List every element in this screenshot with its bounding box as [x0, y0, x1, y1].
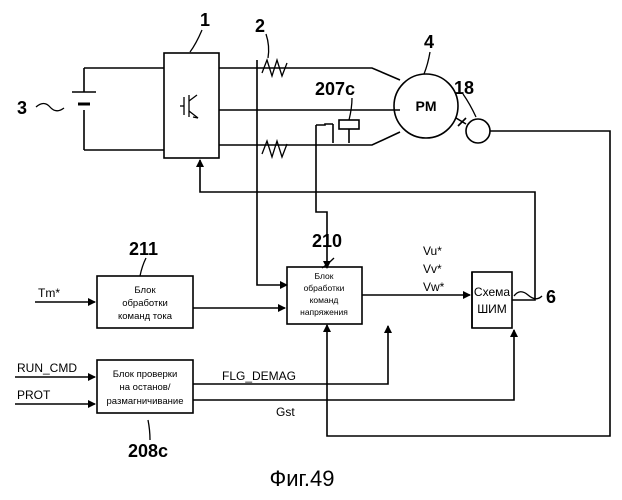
voltage-block-line-2: обработки — [304, 283, 345, 293]
ref-label-2: 2 — [255, 16, 265, 36]
signal-run-cmd: RUN_CMD — [17, 361, 77, 375]
gst-line — [193, 330, 514, 400]
ref-label-3: 3 — [17, 98, 27, 118]
encoder-icon — [456, 118, 490, 143]
voltage-block-line-1: Блок — [315, 271, 334, 281]
current-feedback-line — [257, 60, 287, 285]
ref-label-4: 4 — [424, 32, 434, 52]
voltage-block-line-3: команд — [310, 295, 339, 305]
motor-label: PM — [416, 98, 437, 114]
check-block-line-2: на останов/ — [120, 382, 171, 393]
ref-label-6: 6 — [546, 287, 556, 307]
check-block-line-3: размагничивание — [107, 396, 184, 407]
figure-caption: Фиг.49 — [270, 466, 335, 491]
signal-vv: Vv* — [423, 262, 442, 276]
pwm-block-line-2: ШИМ — [477, 302, 507, 316]
signal-flg-demag: FLG_DEMAG — [222, 369, 296, 383]
current-block-line-1: Блок — [134, 285, 156, 296]
signal-vu: Vu* — [423, 244, 442, 258]
ref-label-18: 18 — [454, 78, 474, 98]
ref-label-208c: 208c — [128, 441, 168, 461]
current-sensor-icon — [262, 60, 287, 157]
current-block-line-3: команд тока — [118, 311, 173, 322]
ref-label-207c: 207c — [315, 79, 355, 99]
signal-tm: Tm* — [38, 286, 60, 300]
phase-lines — [219, 68, 400, 145]
current-block-line-2: обработки — [122, 298, 168, 309]
inverter-block — [164, 53, 219, 158]
temperature-sensor-icon — [316, 120, 359, 143]
igbt-icon — [180, 95, 198, 118]
ref-label-211: 211 — [129, 239, 158, 259]
gate-signal-line — [200, 160, 535, 300]
voltage-block-line-4: напряжения — [300, 307, 348, 317]
check-block-line-1: Блок проверки — [113, 369, 178, 380]
encoder-line — [327, 131, 610, 436]
battery-icon — [72, 68, 164, 150]
ref-label-210: 210 — [312, 231, 342, 251]
pwm-block — [472, 272, 512, 328]
signal-vw: Vw* — [423, 280, 445, 294]
signal-gst: Gst — [276, 405, 295, 419]
ref-label-1: 1 — [200, 10, 210, 30]
pwm-block-line-1: Схема — [474, 285, 510, 299]
signal-prot: PROT — [17, 388, 51, 402]
